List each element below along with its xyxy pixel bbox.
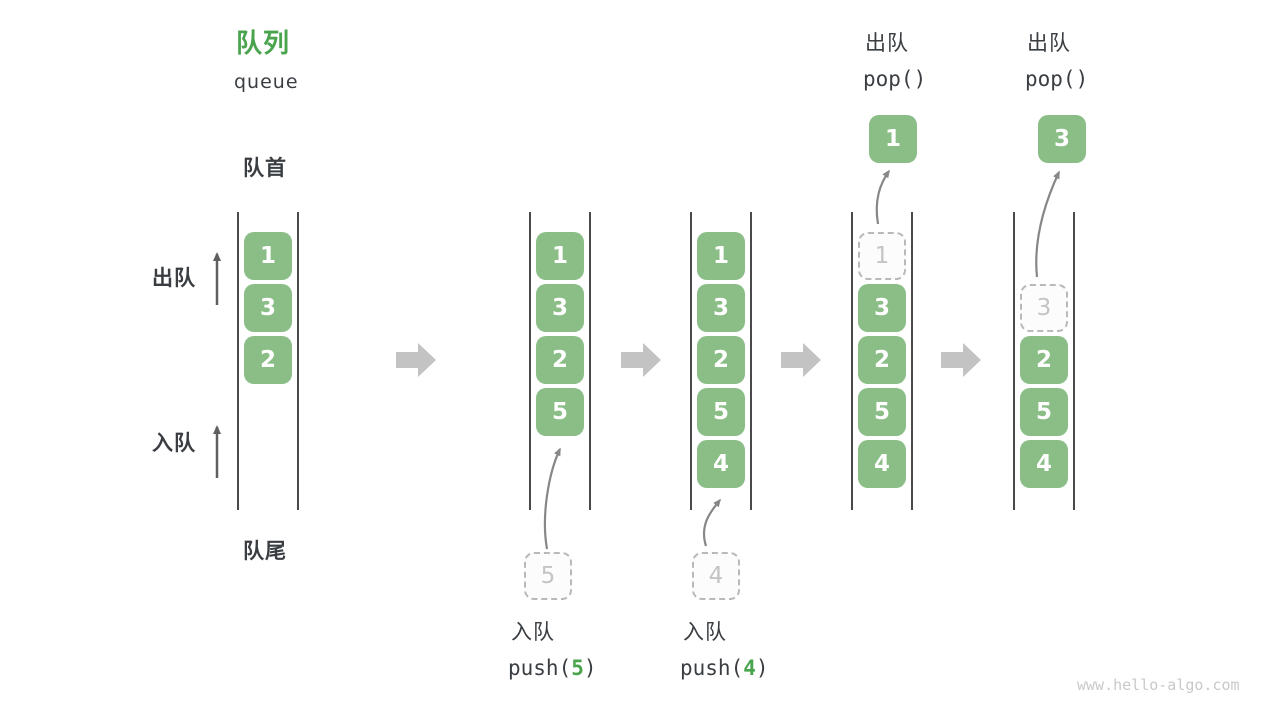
step-arrow-2 [621,343,661,377]
enqueue1-code-suffix: ) [583,656,597,680]
enqueue2-code-suffix: ) [755,656,769,680]
dequeue-side-label: 出队 [152,266,196,290]
queue-element-2: 2 [697,336,745,384]
enqueue-side-label: 入队 [152,431,196,455]
queue-element-3: 3 [244,284,292,332]
queue-element-2: 2 [536,336,584,384]
enqueue1-code-prefix: push( [508,656,572,680]
queue-element-3: 3 [697,284,745,332]
removed-element-3: 3 [1020,284,1068,332]
enqueue2-code: push(4) [680,656,769,680]
queue-element-4: 4 [858,440,906,488]
dequeue2-code: pop() [1025,67,1089,91]
enqueue1-code-arg: 5 [571,656,584,680]
queue-element-3: 3 [536,284,584,332]
queue-front-label: 队首 [243,156,287,180]
queue-rear-label: 队尾 [243,539,287,563]
queue-element-2: 2 [1020,336,1068,384]
queue-element-2: 2 [244,336,292,384]
step-arrow-3 [781,343,821,377]
diagram-title-en: queue [234,71,299,93]
diagram-title-zh: 队列 [236,29,291,59]
enqueue2-label: 入队 [683,620,727,644]
dequeue1-code: pop() [863,67,927,91]
queue-element-5: 5 [1020,388,1068,436]
queue-element-1: 1 [536,232,584,280]
queue-element-3: 3 [858,284,906,332]
queue-element-4: 4 [697,440,745,488]
staging-element-5: 5 [524,552,572,600]
queue-element-5: 5 [536,388,584,436]
enqueue2-code-arg: 4 [743,656,756,680]
queue-element-2: 2 [858,336,906,384]
popped-element-3: 3 [1038,115,1086,163]
staging-element-4: 4 [692,552,740,600]
enqueue2-code-prefix: push( [680,656,744,680]
queue-element-4: 4 [1020,440,1068,488]
dequeue2-label: 出队 [1027,31,1071,55]
queue-element-1: 1 [244,232,292,280]
queue-element-1: 1 [697,232,745,280]
enqueue1-label: 入队 [511,620,555,644]
step-arrow-4 [941,343,981,377]
enqueue1-code: push(5) [508,656,597,680]
queue-element-5: 5 [858,388,906,436]
queue-element-5: 5 [697,388,745,436]
removed-element-1: 1 [858,232,906,280]
watermark: www.hello-algo.com [1077,676,1240,694]
dequeue1-label: 出队 [865,31,909,55]
popped-element-1: 1 [869,115,917,163]
step-arrow-1 [396,343,436,377]
